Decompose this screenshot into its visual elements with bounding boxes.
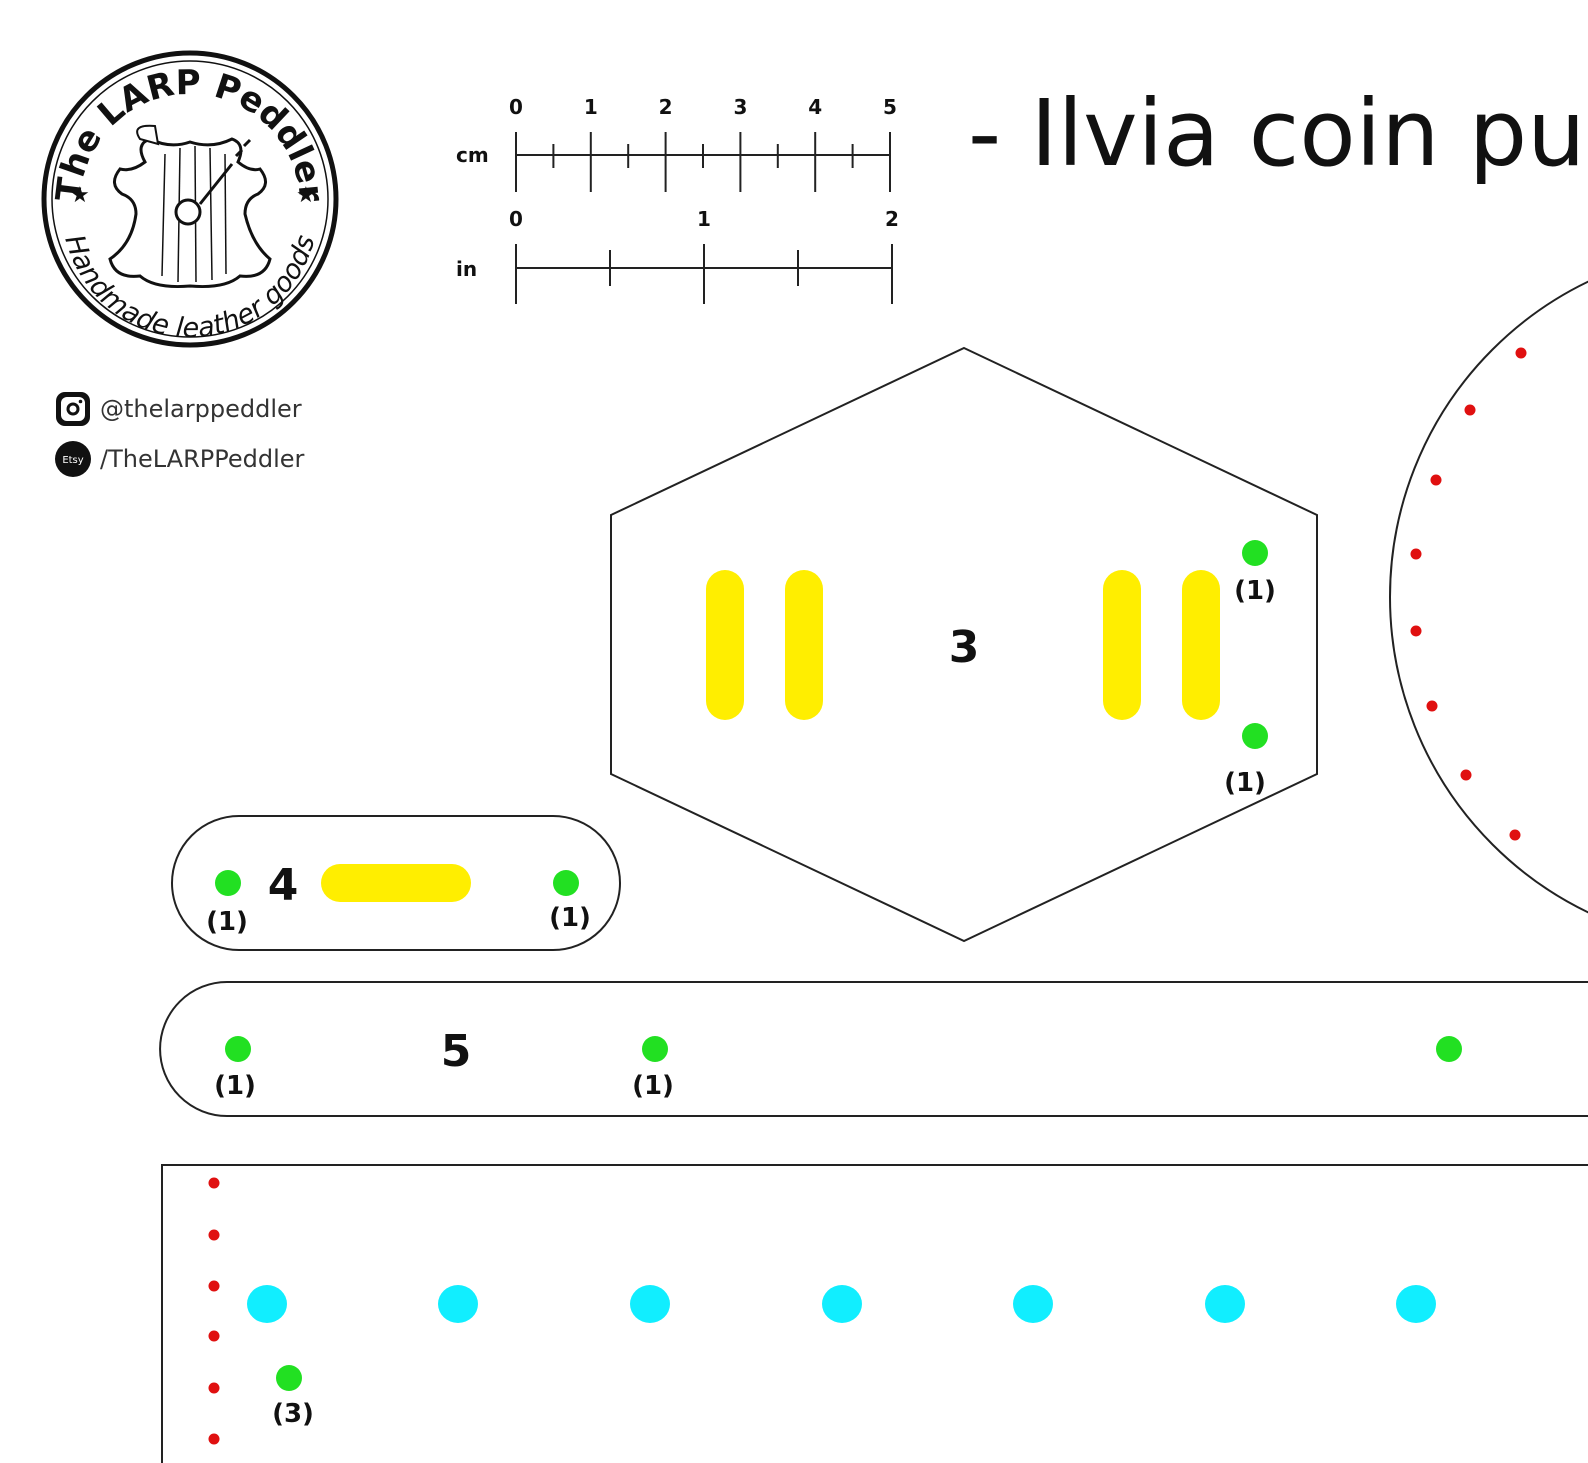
- stitch-hole: [1464, 404, 1476, 416]
- ruler-in: in 0 1 2: [456, 207, 899, 304]
- slot: [321, 864, 471, 902]
- ruler-in-label: 0: [509, 207, 523, 231]
- ruler-cm-label: 1: [584, 95, 598, 119]
- rivet-hole: [553, 870, 579, 896]
- piece-5-number: 5: [441, 1026, 472, 1077]
- etsy-handle[interactable]: /TheLARPPeddler: [100, 445, 305, 473]
- piece-6-outline: [161, 1164, 1588, 1463]
- hole-label: (1): [632, 1071, 674, 1101]
- piece-6: (3): [161, 1164, 1588, 1463]
- ruler-in-label: 2: [885, 207, 899, 231]
- piece-circle: [1389, 280, 1588, 914]
- slot: [785, 570, 823, 720]
- stitch-hole: [208, 1382, 220, 1394]
- instagram-icon: [56, 392, 90, 426]
- stitch-hole: [1460, 769, 1472, 781]
- stitch-hole: [208, 1177, 220, 1189]
- stitch-hole: [208, 1433, 220, 1445]
- instagram-handle[interactable]: @thelarppeddler: [100, 395, 302, 423]
- stitch-hole: [1410, 548, 1422, 560]
- ruler-cm-label: 4: [808, 95, 822, 119]
- stitch-hole: [208, 1330, 220, 1342]
- hole-label: (1): [1224, 768, 1266, 798]
- piece-5-outline: [159, 981, 1588, 1117]
- rivet-hole: [276, 1365, 302, 1391]
- leather-hide-icon: [108, 124, 272, 288]
- hole-label: (3): [272, 1399, 314, 1429]
- piece-4: (1) 4 (1): [171, 815, 621, 951]
- snap-hole: [247, 1285, 287, 1323]
- stitch-hole: [1410, 625, 1422, 637]
- rivet-hole: [1436, 1036, 1462, 1062]
- slot: [706, 570, 744, 720]
- rivet-hole: [1242, 723, 1268, 749]
- stitch-hole: [1515, 347, 1527, 359]
- stitch-hole: [1509, 829, 1521, 841]
- etsy-icon: Etsy: [55, 441, 91, 477]
- piece-4-outline: [171, 815, 621, 951]
- page-title: - Ilvia coin pu: [968, 80, 1586, 187]
- snap-hole: [822, 1285, 862, 1323]
- stitch-hole: [208, 1280, 220, 1292]
- etsy-icon-text: Etsy: [62, 455, 83, 466]
- piece-3-outline: [610, 346, 1318, 943]
- ruler-cm-unit: cm: [456, 143, 489, 167]
- piece-4-number: 4: [268, 860, 299, 911]
- hole-label: (1): [206, 907, 248, 937]
- snap-hole: [1205, 1285, 1245, 1323]
- piece-5: (1) 5 (1): [159, 981, 1588, 1117]
- brand-logo: The LARP Peddler Handmade leather goods …: [41, 50, 339, 348]
- slot: [1182, 570, 1220, 720]
- stitch-hole: [208, 1229, 220, 1241]
- stitch-hole: [1426, 700, 1438, 712]
- logo-star-left: ★: [70, 183, 90, 208]
- circle-piece-outline: [1389, 280, 1588, 914]
- scale-rulers: cm 0 1 2 3 4 5 in 0 1 2: [456, 95, 899, 304]
- piece-3-number: 3: [949, 622, 980, 673]
- hole-label: (1): [549, 903, 591, 933]
- ruler-cm-label: 5: [883, 95, 897, 119]
- rivet-hole: [225, 1036, 251, 1062]
- hole-label: (1): [1234, 576, 1276, 606]
- snap-hole: [1013, 1285, 1053, 1323]
- rivet-hole: [215, 870, 241, 896]
- snap-hole: [1396, 1285, 1436, 1323]
- rivet-hole: [1242, 540, 1268, 566]
- slot: [1103, 570, 1141, 720]
- ruler-in-label: 1: [697, 207, 711, 231]
- ruler-cm-label: 3: [733, 95, 747, 119]
- snap-hole: [630, 1285, 670, 1323]
- rivet-hole: [642, 1036, 668, 1062]
- ruler-cm: cm 0 1 2 3 4 5: [456, 95, 897, 192]
- snap-hole: [438, 1285, 478, 1323]
- etsy-handle-row: Etsy /TheLARPPeddler: [54, 440, 304, 478]
- piece-3: 3 (1) (1): [610, 346, 1318, 943]
- ruler-cm-label: 0: [509, 95, 523, 119]
- stitch-hole: [1430, 474, 1442, 486]
- ruler-in-unit: in: [456, 257, 477, 281]
- instagram-handle-row: @thelarppeddler: [54, 390, 302, 428]
- logo-star-right: ★: [296, 183, 316, 208]
- ruler-cm-label: 2: [659, 95, 673, 119]
- hole-label: (1): [214, 1071, 256, 1101]
